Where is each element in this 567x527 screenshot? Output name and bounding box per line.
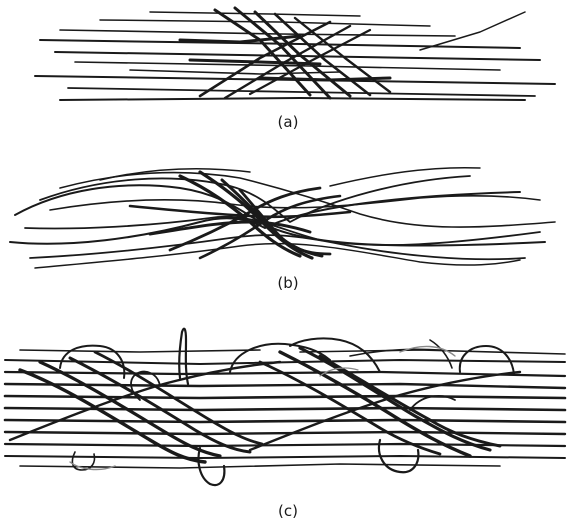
panel-a-fiber-bundle	[35, 8, 555, 100]
panel-c-caption: (c)	[258, 502, 318, 520]
panel-c-fiber-bundle	[5, 329, 565, 485]
panel-b-fiber-bundle	[10, 168, 555, 268]
panel-b-caption: (b)	[258, 274, 318, 292]
panel-a-caption: (a)	[258, 113, 318, 131]
